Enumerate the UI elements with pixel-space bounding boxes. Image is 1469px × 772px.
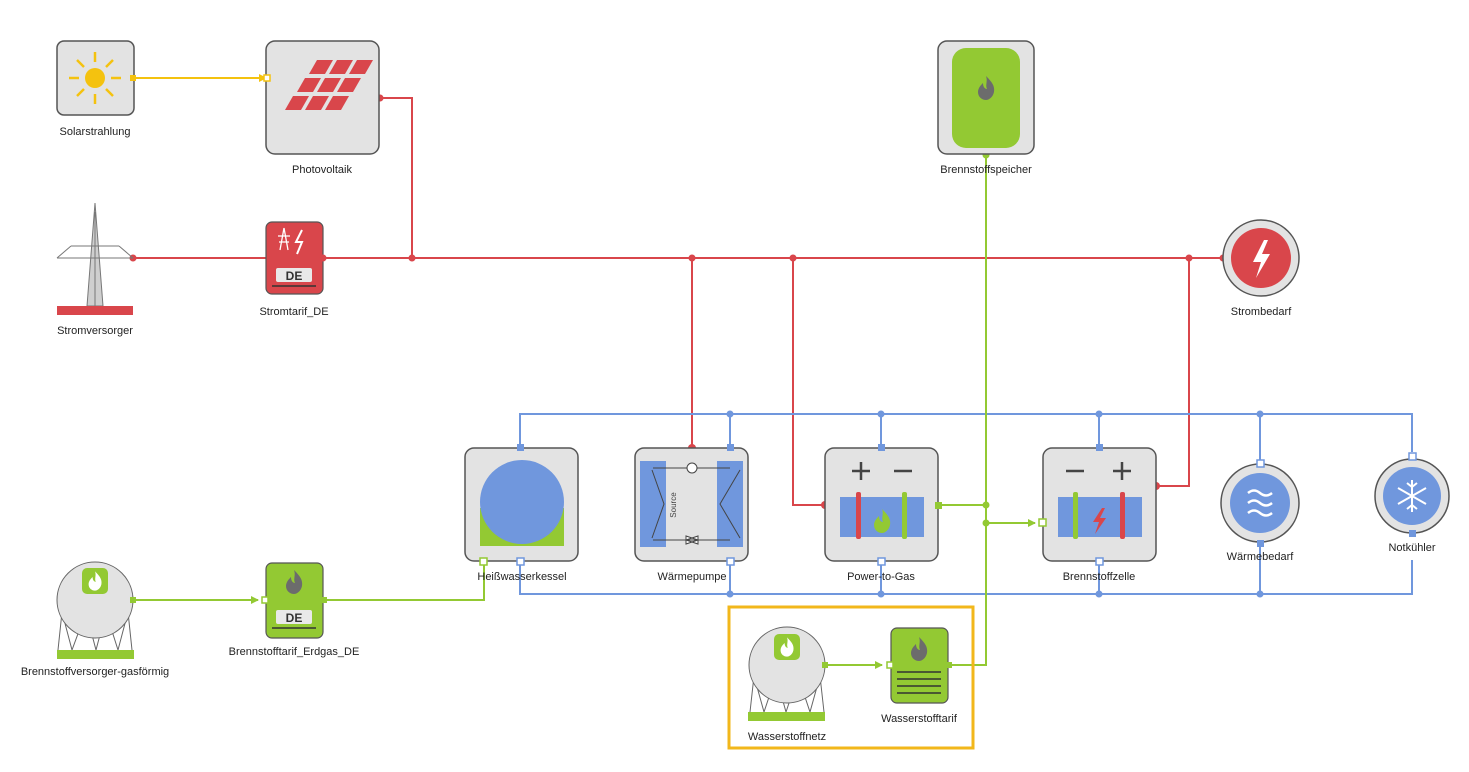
node-label: Wasserstoffnetz (748, 731, 826, 743)
electric-bus[interactable] (133, 97, 1223, 506)
node-label: Wärmebedarf (1227, 551, 1295, 563)
heat-pump-icon (640, 461, 743, 547)
node-waermepumpe[interactable]: Source Wärmepumpe (634, 444, 749, 583)
node-label: Photovoltaik (292, 164, 352, 176)
fuel-lines[interactable] (134, 155, 1036, 669)
node-label: Brennstofftarif_Erdgas_DE (229, 646, 360, 658)
node-brennstoffspeicher[interactable]: Brennstoffspeicher (937, 40, 1035, 176)
electricity-tariff-icon (278, 227, 304, 255)
solar-panel-icon (285, 60, 373, 110)
heat-return-line[interactable] (519, 546, 1413, 595)
sun-icon (69, 52, 121, 104)
node-stromtarif[interactable]: DE Stromtarif_DE (259, 221, 329, 318)
node-brennstoffzelle[interactable]: Brennstoffzelle (1038, 444, 1157, 583)
node-waermebedarf[interactable]: Wärmebedarf (1220, 459, 1300, 563)
node-wasserstofftarif[interactable]: Wasserstofftarif (881, 627, 958, 725)
electric-junctions (129, 94, 1227, 509)
heat-supply-line[interactable] (519, 413, 1413, 460)
node-notkuehler[interactable]: Notkühler (1374, 452, 1450, 554)
node-label: Brennstoffversorger-gasförmig (21, 666, 169, 678)
node-stromversorger[interactable]: Stromversorger (56, 202, 134, 337)
power-pylon-icon (56, 202, 134, 307)
node-label: Power-to-Gas (847, 571, 915, 583)
node-label: Stromtarif_DE (259, 306, 328, 318)
electrolyzer-icon (840, 462, 924, 539)
fuel-cell-icon (1058, 462, 1142, 539)
gas-sphere-icon (56, 561, 134, 652)
tariff-badge: DE (286, 611, 303, 625)
node-label: Heißwasserkessel (477, 571, 566, 583)
gas-sphere-icon (748, 626, 826, 714)
node-gastarif[interactable]: DE Brennstofftarif_Erdgas_DE (229, 562, 360, 658)
lightning-icon (1253, 240, 1270, 278)
node-label: Wasserstofftarif (881, 713, 958, 725)
node-label: Strombedarf (1231, 306, 1292, 318)
node-label: Wärmepumpe (657, 571, 726, 583)
node-solarstrahlung[interactable]: Solarstrahlung (56, 40, 136, 138)
node-label: Notkühler (1388, 542, 1435, 554)
node-gasversorger[interactable]: Brennstoffversorger-gasförmig (21, 561, 169, 678)
node-label: Stromversorger (57, 325, 133, 337)
heat-waves-icon (1247, 489, 1273, 517)
node-label: Brennstoffspeicher (940, 164, 1032, 176)
tariff-badge: DE (286, 269, 303, 283)
heat-junctions (726, 410, 1264, 598)
node-power-to-gas[interactable]: Power-to-Gas (824, 444, 942, 583)
node-photovoltaik[interactable]: Photovoltaik (263, 40, 380, 176)
node-label: Brennstoffzelle (1063, 571, 1136, 583)
boiler-icon (480, 460, 564, 544)
node-wasserstoffnetz[interactable]: Wasserstoffnetz (748, 626, 828, 743)
snowflake-icon (1397, 480, 1427, 512)
selection-highlight-box (727, 605, 975, 750)
source-text: Source (669, 492, 678, 518)
node-strombedarf[interactable]: Strombedarf (1222, 219, 1300, 318)
fuel-junctions (982, 151, 990, 527)
node-heisswasserkessel[interactable]: Heißwasserkessel (464, 444, 579, 583)
node-label: Solarstrahlung (60, 126, 131, 138)
